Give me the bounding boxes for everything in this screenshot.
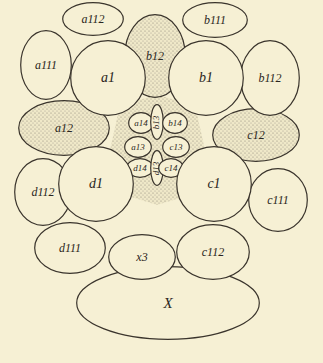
cell: d111: [34, 222, 106, 274]
cell: b1: [168, 40, 244, 116]
cell: c1: [176, 146, 252, 222]
cell-label: x3: [136, 251, 147, 263]
cell-label: a111: [35, 59, 57, 71]
cell-label: c12: [247, 129, 264, 141]
cell-label: b111: [204, 14, 226, 26]
cell-label: a1: [101, 71, 115, 85]
cell: a1: [70, 40, 146, 116]
cell-label: c14: [165, 164, 178, 173]
cell-label: c13: [170, 143, 183, 152]
cell: c111: [248, 168, 308, 232]
cell-label: b14: [168, 119, 182, 128]
cell-label: a12: [55, 122, 73, 134]
cell: b12: [124, 14, 186, 98]
cell-label: X: [163, 296, 172, 311]
cell: b112: [240, 40, 300, 116]
cell-label: b112: [258, 72, 281, 84]
cell-label: c112: [202, 246, 224, 258]
cell-label: b12: [146, 50, 164, 62]
cell: a14: [128, 112, 154, 134]
cell: c112: [176, 224, 250, 280]
cell-label: c111: [267, 194, 289, 206]
cell: d1: [58, 146, 134, 222]
cell: c12: [212, 108, 300, 162]
cell-label: d111: [59, 242, 81, 254]
cell: X: [76, 266, 260, 340]
cell: a13: [124, 136, 152, 158]
cell: d112: [14, 158, 72, 226]
cell: b13: [150, 104, 164, 140]
cell-label: d1: [89, 177, 103, 191]
cell: c14: [158, 158, 184, 178]
cell: d14: [126, 158, 154, 178]
cell: x3: [108, 234, 176, 280]
cell: a112: [62, 2, 124, 36]
cell: d13: [150, 150, 164, 186]
cell: a12: [18, 100, 110, 156]
cell-label: a13: [131, 143, 145, 152]
cell-label: b13: [153, 115, 162, 129]
cell-label: d13: [153, 161, 162, 175]
cell-label: c1: [207, 177, 220, 191]
cell: b14: [162, 112, 188, 134]
cell-label: b1: [199, 71, 213, 85]
cell-label: d14: [133, 164, 147, 173]
cell-label: a112: [81, 13, 104, 25]
cell-label: d112: [31, 186, 54, 198]
cell: b111: [182, 2, 248, 38]
cell: c13: [162, 136, 190, 158]
cell-label: a14: [134, 119, 148, 128]
cell: a111: [20, 30, 72, 100]
